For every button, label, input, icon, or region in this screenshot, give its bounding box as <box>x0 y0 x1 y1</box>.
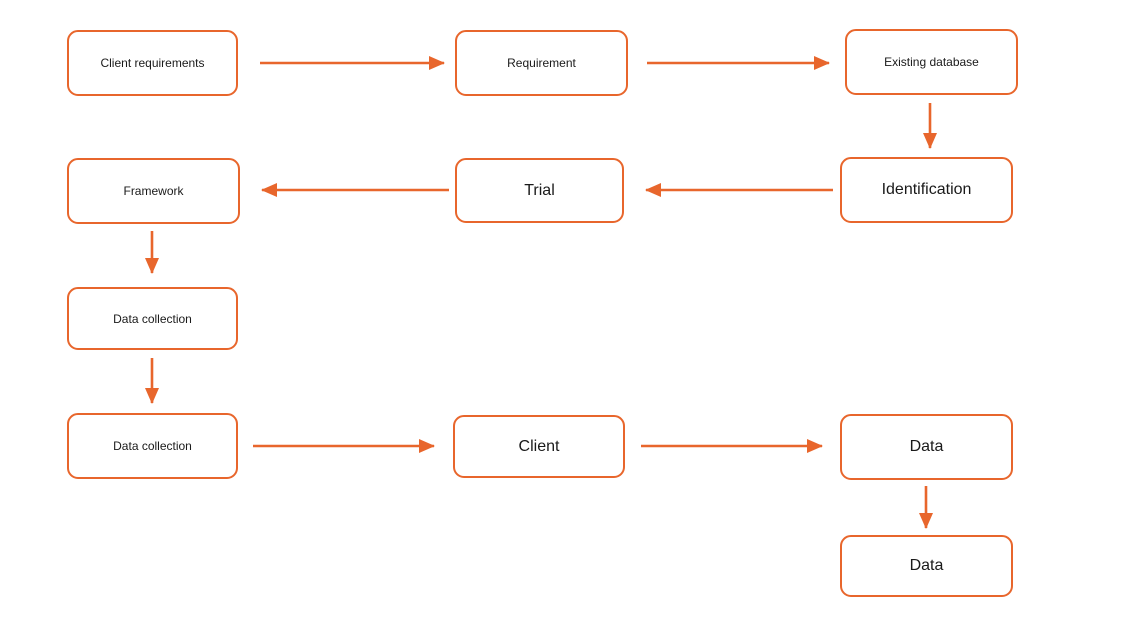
node-existing-database: Existing database <box>845 29 1018 95</box>
node-client-label: Client <box>518 437 560 455</box>
node-identification-label: Identification <box>881 181 972 198</box>
node-trial: Trial <box>455 158 624 223</box>
node-identification: Identification <box>840 157 1013 223</box>
node-data-collection-2-label: Data collection <box>113 439 192 453</box>
node-existing-database-label: Existing database <box>884 55 979 69</box>
node-requirement-label: Requirement <box>507 56 576 70</box>
node-data-1: Data <box>840 414 1013 480</box>
node-data-collection-1-label: Data collection <box>113 311 192 326</box>
node-client-requirements-label: Client requirements <box>100 56 205 70</box>
node-client-requirements: Client requirements <box>67 30 238 96</box>
node-data-collection-2: Data collection <box>67 413 238 479</box>
node-data-2: Data <box>840 535 1013 597</box>
node-framework-label: Framework <box>123 184 184 198</box>
node-data-collection-1: Data collection <box>67 287 238 350</box>
node-data-1-label: Data <box>909 438 944 455</box>
node-trial-label: Trial <box>524 181 555 199</box>
node-framework: Framework <box>67 158 240 224</box>
node-requirement: Requirement <box>455 30 628 96</box>
node-data-2-label: Data <box>909 557 944 574</box>
node-client: Client <box>453 415 625 478</box>
